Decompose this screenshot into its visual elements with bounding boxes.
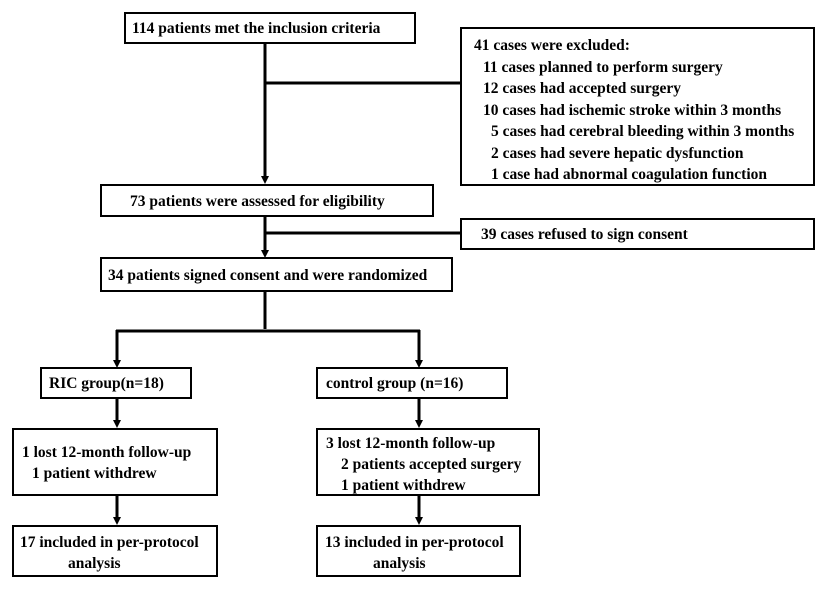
randomized-text: 34 patients signed consent and were rand…	[108, 267, 428, 284]
eligibility-box: 73 patients were assessed for eligibilit…	[100, 184, 434, 217]
control-included-box: 13 included in per-protocol analysis	[316, 525, 521, 577]
control-group-box: control group (n=16)	[316, 367, 508, 399]
control-included-line: 13 included in per-protocol	[325, 534, 504, 551]
ric-included-box: 17 included in per-protocol analysis	[12, 525, 218, 577]
control-lost-line: 3 lost 12-month follow-up	[326, 435, 496, 452]
excluded-item: 11 cases planned to perform surgery	[483, 58, 723, 76]
ric-lost-box: 1 lost 12-month follow-up 1 patient with…	[12, 428, 218, 496]
excluded-item: 1 case had abnormal coagulation function	[491, 166, 768, 183]
inclusion-box: 114 patients met the inclusion criteria	[124, 12, 416, 44]
control-lost-line: 1 patient withdrew	[341, 477, 466, 494]
excluded-box: 41 cases were excluded: 11 cases planned…	[460, 27, 815, 186]
control-lost-box: 3 lost 12-month follow-up 2 patients acc…	[316, 428, 540, 496]
excluded-title: 41 cases were excluded:	[474, 37, 630, 54]
excluded-item: 10 cases had ischemic stroke within 3 mo…	[483, 101, 782, 119]
excluded-item: 5 cases had cerebral bleeding within 3 m…	[491, 123, 795, 140]
refused-box: 39 cases refused to sign consent	[460, 218, 815, 250]
excluded-item: 12 cases had accepted surgery	[483, 80, 682, 97]
refused-text: 39 cases refused to sign consent	[481, 226, 688, 243]
control-lost-line: 2 patients accepted surgery	[341, 456, 522, 473]
inclusion-text: 114 patients met the inclusion criteria	[132, 20, 381, 37]
control-group-text: control group (n=16)	[326, 375, 464, 392]
eligibility-text: 73 patients were assessed for eligibilit…	[130, 193, 385, 210]
ric-group-box: RIC group(n=18)	[40, 367, 192, 399]
control-included-line: analysis	[373, 555, 426, 572]
excluded-item: 2 cases had severe hepatic dysfunction	[491, 144, 744, 162]
ric-lost-line: 1 lost 12-month follow-up	[22, 444, 192, 461]
ric-group-text: RIC group(n=18)	[49, 375, 164, 392]
ric-included-line: analysis	[68, 555, 121, 572]
randomized-box: 34 patients signed consent and were rand…	[100, 257, 453, 292]
ric-lost-line: 1 patient withdrew	[32, 465, 157, 482]
ric-included-line: 17 included in per-protocol	[20, 534, 199, 551]
